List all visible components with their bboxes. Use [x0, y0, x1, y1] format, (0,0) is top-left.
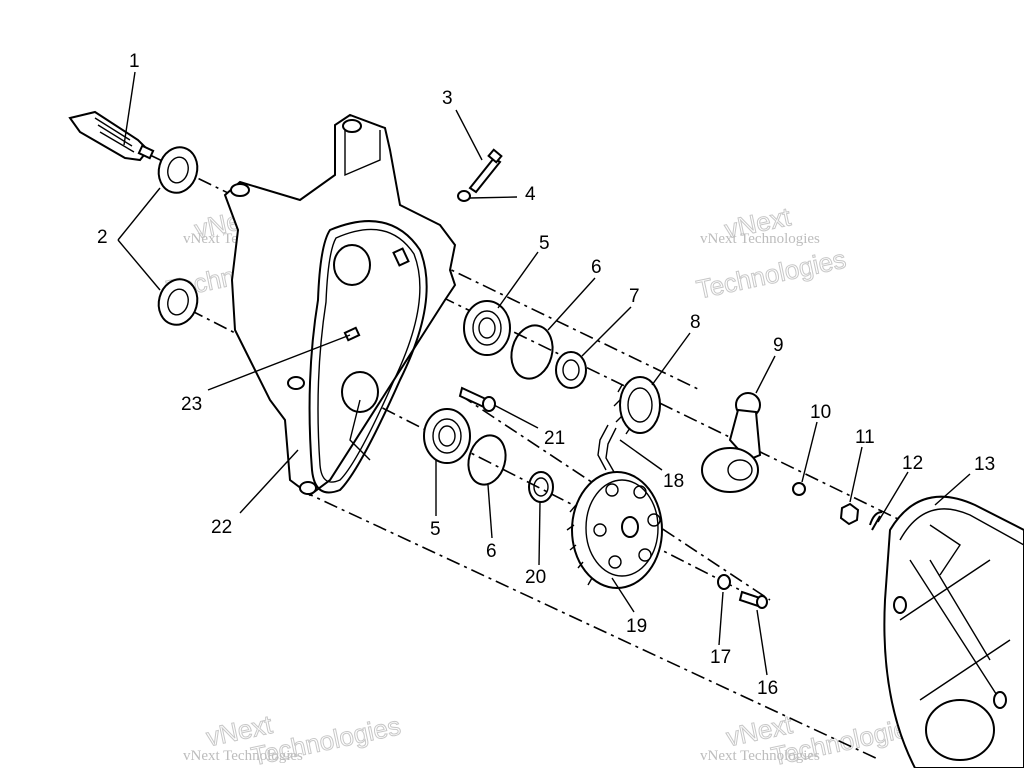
part-shaft	[68, 110, 155, 162]
part-thrust-washer	[528, 471, 554, 503]
part-bearing-lower	[423, 408, 471, 464]
watermark-brand-bottom: Technologies	[694, 244, 849, 305]
part-bearing-upper	[463, 300, 511, 356]
part-snap-ring-upper	[510, 324, 554, 380]
callout-3: 3	[442, 88, 453, 109]
callout-5-upper: 5	[539, 233, 550, 254]
callout-labels: 1 2 3 4 5 6 7 8 9 10 11 12 13 16 17 18 1…	[97, 51, 995, 699]
part-bolt	[457, 148, 503, 202]
callout-23: 23	[181, 394, 202, 415]
callout-18: 18	[663, 471, 684, 492]
callout-1: 1	[129, 51, 140, 72]
part-spacer	[555, 351, 587, 389]
part-tensioner-arm	[701, 392, 762, 493]
callout-7: 7	[629, 286, 640, 307]
callout-8: 8	[690, 312, 701, 333]
part-upper-sprocket	[613, 376, 661, 435]
callout-12: 12	[902, 453, 923, 474]
part-chain	[597, 424, 617, 473]
part-snap-ring-lower	[467, 434, 507, 486]
callout-13: 13	[974, 454, 995, 475]
watermark-text: vNext Technologies	[183, 748, 303, 764]
part-dowel-pin	[458, 386, 496, 412]
part-seals	[157, 146, 199, 326]
callout-22: 22	[211, 517, 232, 538]
callout-20: 20	[525, 567, 546, 588]
callout-11: 11	[855, 427, 875, 448]
part-lower-sprocket	[566, 471, 663, 589]
callout-19: 19	[626, 616, 647, 637]
callout-6-upper: 6	[591, 257, 602, 278]
callout-9: 9	[773, 335, 784, 356]
callout-4: 4	[525, 184, 536, 205]
callout-6-lower: 6	[486, 541, 497, 562]
watermark-top-right: vNext Technologies	[693, 201, 849, 305]
callout-5-lower: 5	[430, 519, 441, 540]
part-screw	[738, 590, 768, 609]
part-nut	[839, 502, 860, 526]
callout-21: 21	[544, 428, 565, 449]
watermark-text: vNext Technologies	[700, 748, 820, 764]
part-pin	[869, 511, 883, 531]
callout-16: 16	[757, 678, 778, 699]
part-washer	[792, 482, 806, 496]
callout-17: 17	[710, 647, 731, 668]
leader-lines	[117, 71, 971, 676]
callout-10: 10	[810, 402, 831, 423]
part-chaincase	[223, 113, 457, 497]
callout-2: 2	[97, 227, 108, 248]
part-cover	[883, 495, 1024, 768]
watermark-text: vNext Technologies	[700, 231, 820, 247]
part-washer-small	[717, 574, 731, 590]
